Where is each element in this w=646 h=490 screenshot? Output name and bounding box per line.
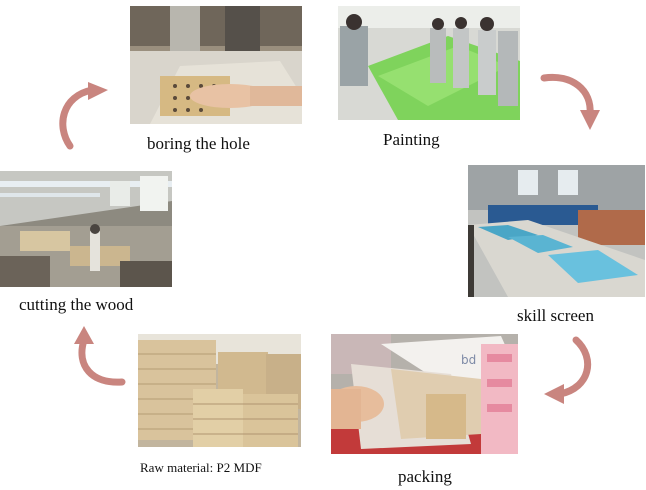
photo-cutting-the-wood (0, 171, 172, 287)
svg-text:bd: bd (461, 353, 476, 367)
photo-skill-screen (468, 165, 645, 297)
arrow-painting-to-skill-screen (540, 73, 600, 130)
arrow-raw-material-to-cutting (74, 326, 126, 386)
label-packing: packing (398, 467, 452, 486)
photo-boring-the-hole (130, 6, 302, 124)
label-cutting-the-wood: cutting the wood (19, 295, 134, 314)
label-painting: Painting (383, 130, 440, 149)
photo-painting (338, 6, 520, 120)
label-boring-the-hole: boring the hole (147, 134, 250, 153)
arrow-skill-screen-to-packing (544, 336, 592, 404)
arrow-cutting-to-boring (59, 82, 108, 150)
label-raw-material: Raw material: P2 MDF (140, 460, 262, 475)
label-skill-screen: skill screen (517, 306, 594, 325)
photo-raw-material (138, 334, 301, 447)
photo-packing: bd (331, 334, 518, 454)
